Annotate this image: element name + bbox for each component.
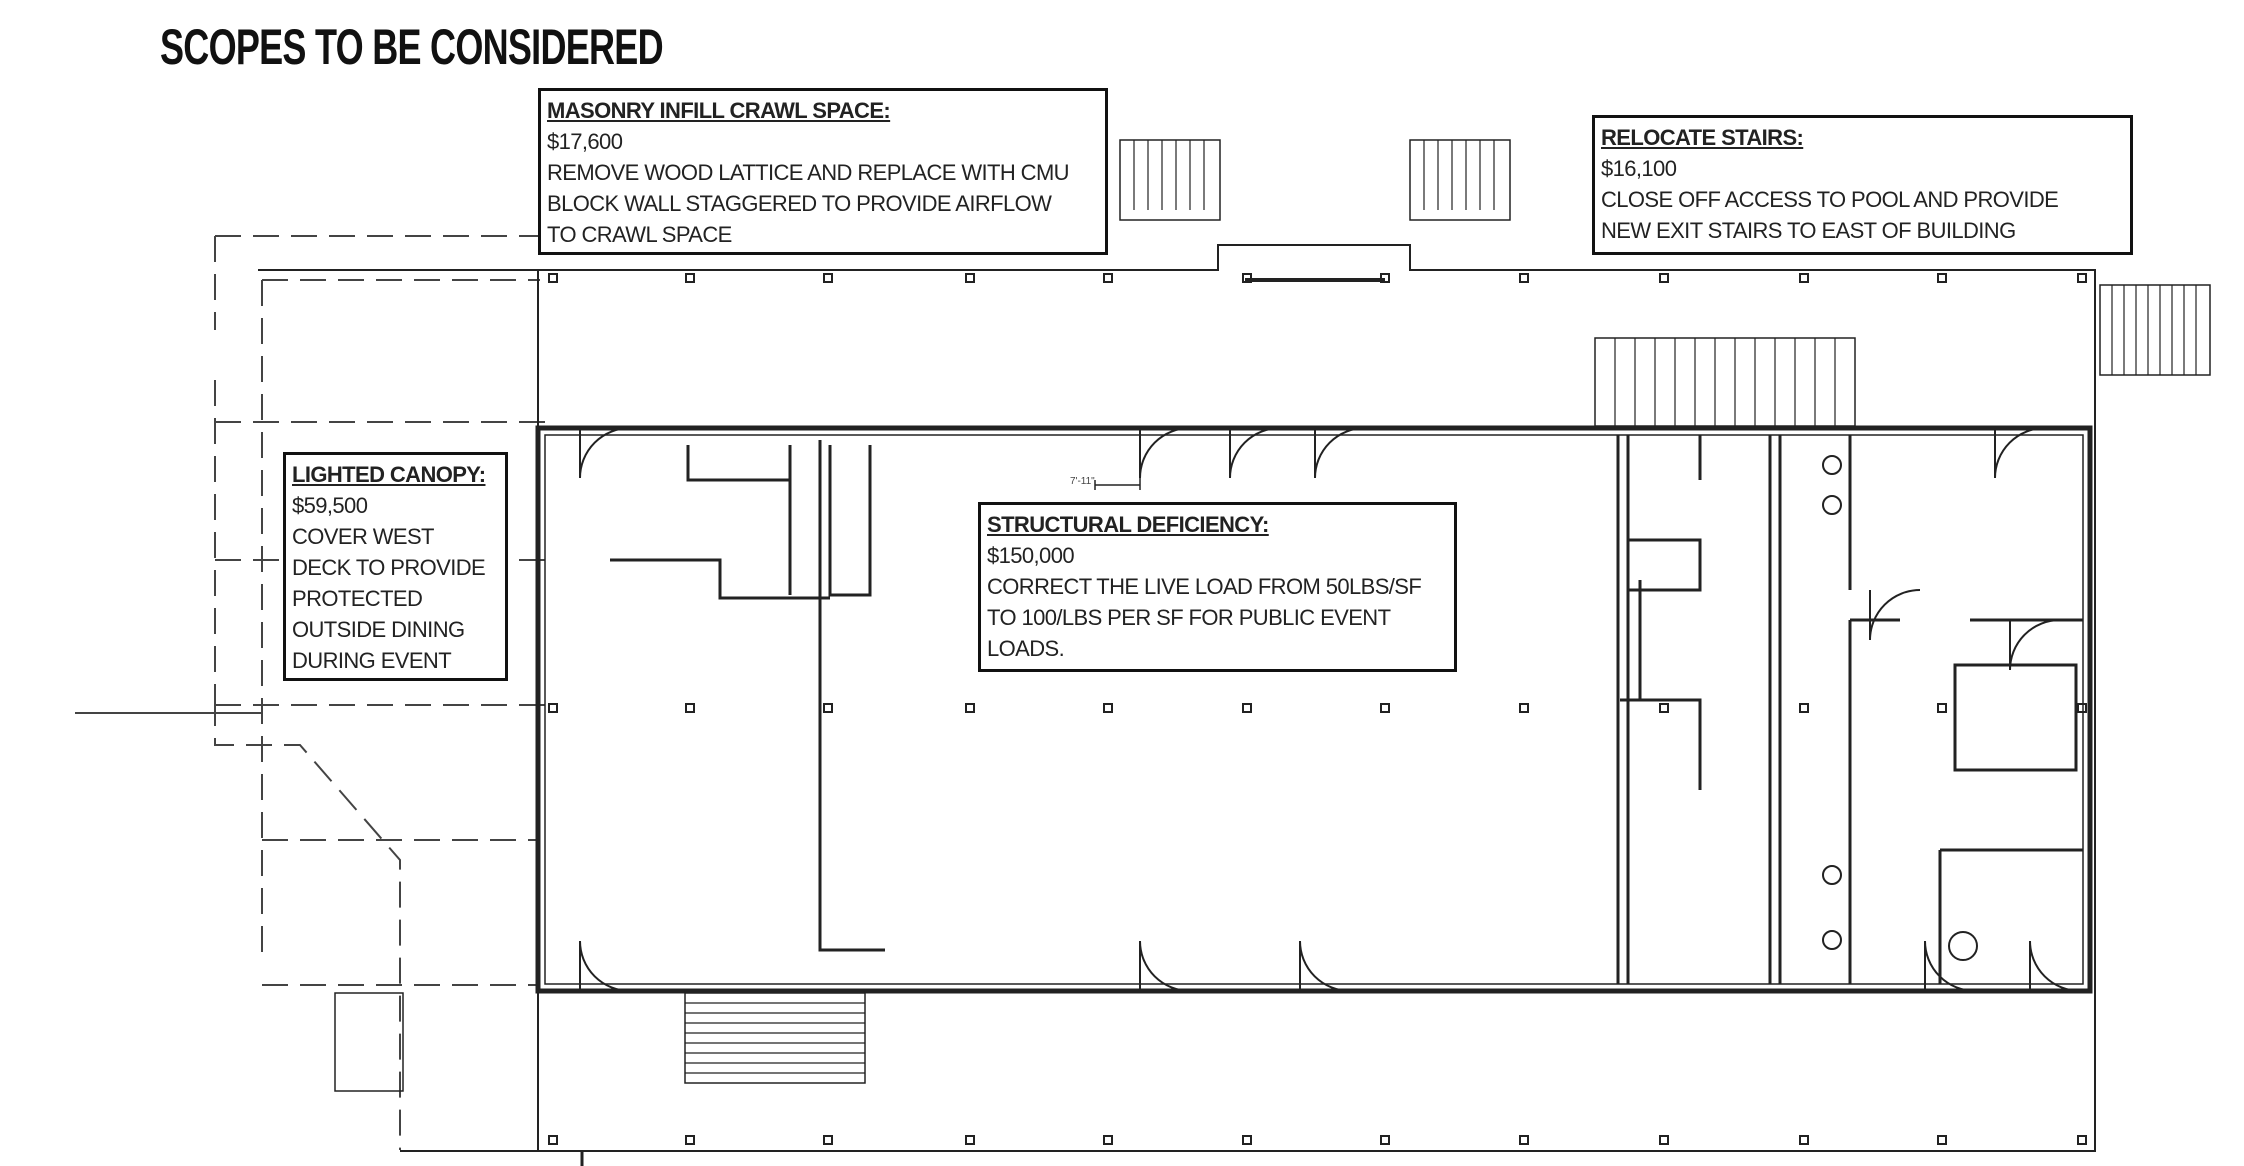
column (1519, 273, 1529, 283)
column (823, 703, 833, 713)
note-structural-deficiency: STRUCTURAL DEFICIENCY: $150,000 CORRECT … (978, 502, 1457, 672)
note-cost: $150,000 (987, 543, 1075, 568)
deck-outline (258, 244, 2096, 1152)
column (965, 703, 975, 713)
note-cost: $59,500 (292, 493, 368, 518)
building-walls (535, 425, 2093, 994)
page-title: SCOPES TO BE CONSIDERED (160, 19, 664, 75)
note-line: CLOSE OFF ACCESS TO POOL AND PROVIDE (1601, 187, 2059, 212)
door-swing (1994, 427, 2046, 479)
column (1103, 1135, 1113, 1145)
note-line: LOADS. (987, 636, 1065, 661)
note-line: BLOCK WALL STAGGERED TO PROVIDE AIRFLOW (547, 191, 1052, 216)
dimension-line (1094, 475, 1141, 490)
stairs-group (334, 139, 2211, 1092)
column (548, 273, 558, 283)
door-swing (579, 940, 631, 992)
door-swing (2029, 940, 2081, 992)
column (685, 1135, 695, 1145)
column (2077, 1135, 2087, 1145)
column (1242, 273, 1252, 283)
door-swing (1139, 940, 1191, 992)
column (1659, 1135, 1669, 1145)
column (1380, 1135, 1390, 1145)
interior-walls (610, 435, 2083, 984)
note-line: NEW EXIT STAIRS TO EAST OF BUILDING (1601, 218, 2016, 243)
note-heading: MASONRY INFILL CRAWL SPACE: (547, 98, 891, 123)
column (1799, 273, 1809, 283)
column (685, 273, 695, 283)
column (2077, 703, 2087, 713)
note-line: TO 100/LBS PER SF FOR PUBLIC EVENT (987, 605, 1391, 630)
note-line: CORRECT THE LIVE LOAD FROM 50LBS/SF (987, 574, 1422, 599)
column (823, 1135, 833, 1145)
west-stairs (334, 992, 404, 1092)
column (1519, 703, 1529, 713)
note-heading: RELOCATE STAIRS: (1601, 125, 1804, 150)
note-line: PROTECTED (292, 586, 423, 611)
note-line: DURING EVENT (292, 648, 452, 673)
door-swing (1299, 940, 1351, 992)
note-line: TO CRAWL SPACE (547, 222, 732, 247)
door-swing (2009, 619, 2061, 671)
north-light-well-2 (1409, 139, 1511, 221)
door-swing (1314, 427, 1366, 479)
column (1937, 703, 1947, 713)
note-line: REMOVE WOOD LATTICE AND REPLACE WITH CMU (547, 160, 1070, 185)
west-canopy-outline (214, 235, 545, 1150)
column (1242, 1135, 1252, 1145)
note-line: OUTSIDE DINING (292, 617, 465, 642)
north-stairs (1594, 337, 1856, 427)
note-heading: LIGHTED CANOPY: (292, 462, 486, 487)
column (1103, 703, 1113, 713)
east-stairs (2099, 284, 2211, 376)
note-cost: $16,100 (1601, 156, 1677, 181)
column (1937, 273, 1947, 283)
column (965, 273, 975, 283)
door-swing (1139, 427, 1191, 479)
door-swing (1229, 427, 1281, 479)
column (2077, 273, 2087, 283)
column (1659, 273, 1669, 283)
column (548, 1135, 558, 1145)
door-swing (1869, 589, 1921, 641)
column (1242, 703, 1252, 713)
column (1519, 1135, 1529, 1145)
column (1799, 703, 1809, 713)
column (1380, 703, 1390, 713)
south-stairs (684, 992, 866, 1084)
note-line: COVER WEST (292, 524, 435, 549)
note-masonry-infill: MASONRY INFILL CRAWL SPACE: $17,600 REMO… (538, 88, 1108, 255)
note-lighted-canopy: LIGHTED CANOPY: $59,500 COVER WEST DECK … (283, 452, 508, 681)
note-line: DECK TO PROVIDE (292, 555, 486, 580)
column (1380, 273, 1390, 283)
door-swing (1924, 940, 1976, 992)
column (823, 273, 833, 283)
column (1799, 1135, 1809, 1145)
column (965, 1135, 975, 1145)
column (1103, 273, 1113, 283)
note-cost: $17,600 (547, 129, 623, 154)
column (685, 703, 695, 713)
column (548, 703, 558, 713)
note-heading: STRUCTURAL DEFICIENCY: (987, 512, 1269, 537)
column (1937, 1135, 1947, 1145)
note-relocate-stairs: RELOCATE STAIRS: $16,100 CLOSE OFF ACCES… (1592, 115, 2133, 255)
door-swing (579, 427, 631, 479)
column (1659, 703, 1669, 713)
dimension-text: 7'-11" (1070, 476, 1095, 487)
fixtures (1822, 455, 1978, 961)
north-light-well-1 (1119, 139, 1221, 221)
